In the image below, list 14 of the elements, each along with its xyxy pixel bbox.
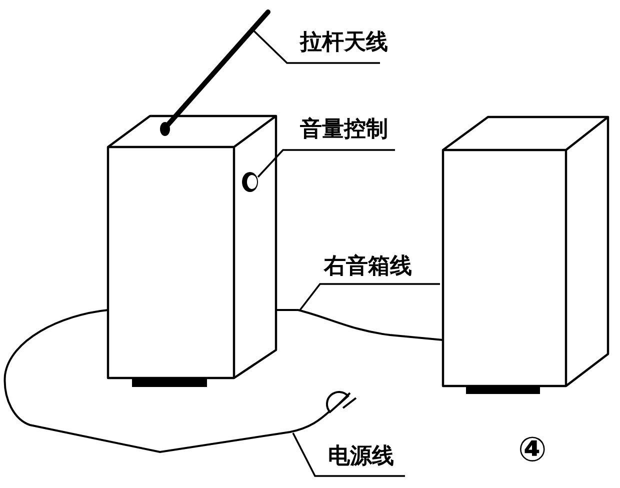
cable (4, 309, 332, 453)
leader-line (292, 432, 405, 477)
leader-line (257, 149, 395, 178)
leader-line (299, 283, 440, 311)
leader-line (252, 29, 380, 64)
volume-knob (240, 170, 260, 194)
speaker-box (441, 115, 611, 397)
part-label: 音量控制 (300, 117, 388, 143)
figure-number: ④ (518, 430, 547, 470)
part-label: 拉杆天线 (300, 30, 388, 56)
part-label: 右音箱线 (324, 254, 412, 280)
part-label: 电源线 (328, 444, 394, 470)
speaker-box (106, 114, 278, 390)
cable (276, 309, 444, 341)
